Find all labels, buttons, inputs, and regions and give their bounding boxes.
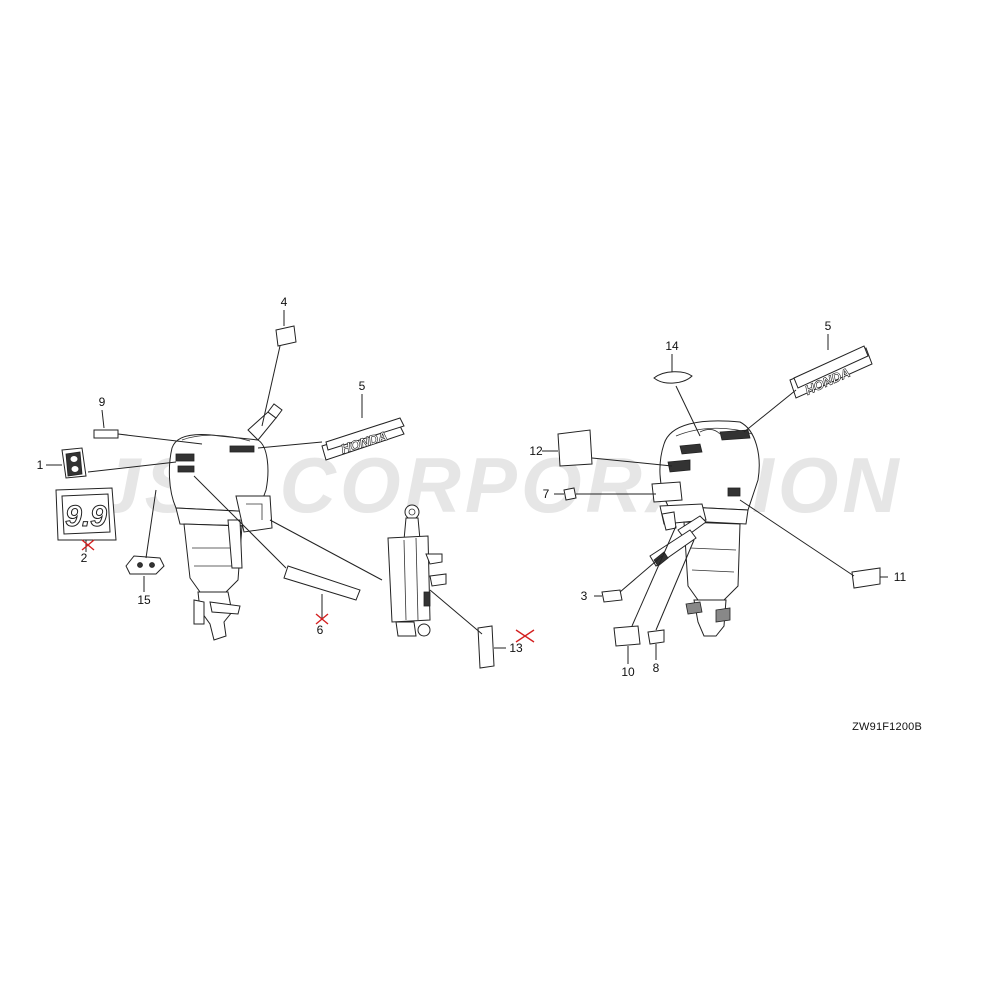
callout-4: 4 [281, 295, 288, 309]
part-5-honda-emblem: HONDA [321, 417, 405, 461]
left-outboard-motor [168, 403, 283, 641]
part-11-label [851, 567, 881, 589]
callout-5-left: 5 [359, 379, 366, 393]
part-6-strip [283, 565, 361, 601]
callout-12: 12 [529, 444, 543, 458]
callout-1: 1 [37, 458, 44, 472]
x-mark-2 [81, 539, 95, 551]
drawing-code: ZW91F1200B [852, 721, 922, 733]
part-14-label [653, 371, 693, 384]
callout-2: 2 [81, 551, 88, 565]
part-2-badge: 9.9 [55, 487, 117, 541]
callout-14: 14 [665, 339, 679, 353]
cover-vent [175, 453, 195, 462]
tilt-trim-cylinder [387, 504, 447, 637]
discontinued-marks [81, 539, 535, 643]
callout-6: 6 [317, 623, 324, 637]
part-9-label [93, 429, 119, 439]
left-callouts: 4 9 5 1 2 15 6 13 [37, 295, 523, 655]
callout-5-right: 5 [825, 319, 832, 333]
part-15-plate [125, 555, 165, 575]
part-7-label [563, 487, 577, 501]
badge-text: 9.9 [65, 500, 107, 533]
callout-15: 15 [137, 593, 151, 607]
callout-3: 3 [581, 589, 588, 603]
part-8-label [647, 629, 665, 645]
x-mark-13 [515, 629, 535, 643]
part-3-label [601, 589, 623, 603]
part-10-label [613, 625, 641, 647]
part-4-label [275, 325, 297, 347]
right-callouts: 14 5 12 7 11 3 10 8 [529, 319, 906, 679]
callout-11: 11 [894, 570, 907, 584]
part-13-strip [477, 625, 495, 669]
right-outboard-motor [649, 420, 760, 637]
left-leader-lines [46, 310, 506, 649]
callout-7: 7 [543, 487, 550, 501]
callout-8: 8 [653, 661, 660, 675]
part-12-label [557, 429, 593, 467]
part-5-honda-emblem-right: HONDA [789, 345, 873, 399]
callout-10: 10 [621, 665, 635, 679]
x-mark-6 [315, 613, 329, 625]
part-1-decal [61, 447, 87, 479]
callout-9: 9 [99, 395, 106, 409]
callout-13: 13 [509, 641, 523, 655]
right-leader-lines [542, 334, 888, 664]
